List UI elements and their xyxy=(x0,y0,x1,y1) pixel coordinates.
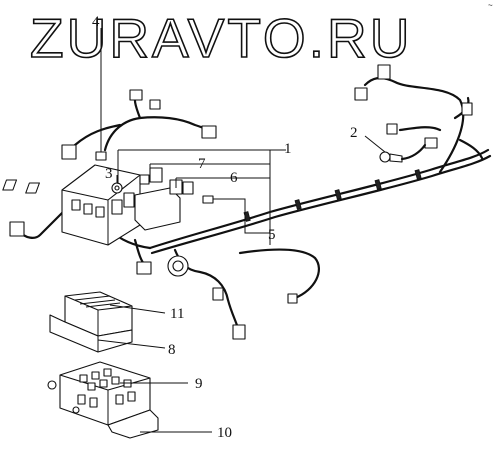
callout-7: 7 xyxy=(198,156,206,172)
main-wiring-harness xyxy=(9,64,492,340)
nut-part-3 xyxy=(111,182,123,194)
callout-6: 6 xyxy=(230,170,238,186)
fuse-box-part-8 xyxy=(49,314,133,353)
bracket-part-10 xyxy=(107,409,159,439)
callout-3: 3 xyxy=(105,166,113,182)
corner-mark: ~ xyxy=(488,1,493,10)
bolt-part-5 xyxy=(202,195,214,204)
bolt-part-4 xyxy=(95,28,107,161)
leader-lines xyxy=(97,135,386,433)
watermark-text: ZURAVTO.RU xyxy=(30,7,412,69)
callout-10: 10 xyxy=(217,425,232,441)
callout-2: 2 xyxy=(350,125,358,141)
callout-1: 1 xyxy=(284,141,292,157)
callout-4: 4 xyxy=(92,14,100,30)
callout-5: 5 xyxy=(268,227,276,243)
callout-11: 11 xyxy=(170,306,184,322)
callout-9: 9 xyxy=(195,376,203,392)
callout-labels: 1 2 3 4 5 6 7 8 9 10 11 xyxy=(92,14,358,441)
relay-board-part-9 xyxy=(47,361,151,426)
callout-8: 8 xyxy=(168,342,176,358)
main-fuse-block xyxy=(2,164,194,246)
fuse-cover-part-11 xyxy=(64,291,133,337)
